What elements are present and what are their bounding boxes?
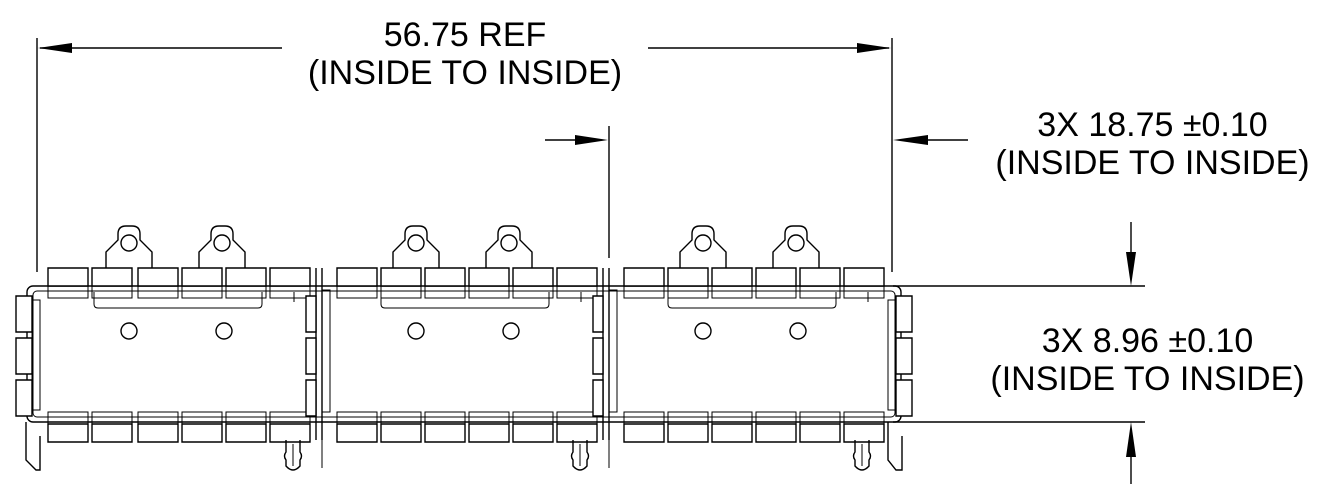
body-hole-icon xyxy=(121,323,137,339)
overall-dimension-label: 56.75 REF (INSIDE TO INSIDE) xyxy=(280,16,650,92)
top-contact-pads xyxy=(48,268,884,298)
arrow-down-icon xyxy=(1126,252,1136,286)
height-dimension-value: 3X 8.96 ±0.10 xyxy=(1041,322,1254,360)
cage-body xyxy=(27,268,901,440)
arrow-right-icon xyxy=(575,135,608,145)
arrow-left-icon xyxy=(893,135,928,145)
overall-dimension-qualifier: (INSIDE TO INSIDE) xyxy=(307,54,623,92)
body-hole-icon xyxy=(790,323,806,339)
pitch-dimension-qualifier: (INSIDE TO INSIDE) xyxy=(995,144,1310,182)
arrow-up-icon xyxy=(1126,422,1136,457)
pitch-dimension-line xyxy=(545,126,968,258)
overall-dimension-line xyxy=(37,38,892,272)
mounting-hole-icon xyxy=(408,235,424,251)
mounting-hole-icon xyxy=(501,235,517,251)
body-holes xyxy=(121,323,806,339)
body-hole-icon xyxy=(408,323,424,339)
height-dimension-line xyxy=(893,222,1145,484)
overall-dimension-value: 56.75 REF xyxy=(383,16,547,54)
mounting-hole-icon xyxy=(214,235,230,251)
press-fit-pins xyxy=(26,422,902,470)
height-dimension-qualifier: (INSIDE TO INSIDE) xyxy=(990,360,1305,398)
arrow-left-icon xyxy=(38,43,72,53)
body-hole-icon xyxy=(695,323,711,339)
body-hole-icon xyxy=(216,323,232,339)
pitch-dimension-value: 3X 18.75 ±0.10 xyxy=(1037,106,1268,144)
arrow-right-icon xyxy=(857,43,891,53)
mounting-hole-icon xyxy=(695,235,711,251)
mounting-hole-icon xyxy=(121,235,137,251)
height-dimension-label: 3X 8.96 ±0.10 (INSIDE TO INSIDE) xyxy=(970,322,1325,398)
side-spring-fingers xyxy=(16,290,912,416)
mounting-hole-icon xyxy=(788,235,804,251)
bottom-contact-pads xyxy=(48,412,884,442)
body-hole-icon xyxy=(503,323,519,339)
top-mounting-tabs xyxy=(106,226,819,268)
pitch-dimension-label: 3X 18.75 ±0.10 (INSIDE TO INSIDE) xyxy=(980,106,1325,182)
